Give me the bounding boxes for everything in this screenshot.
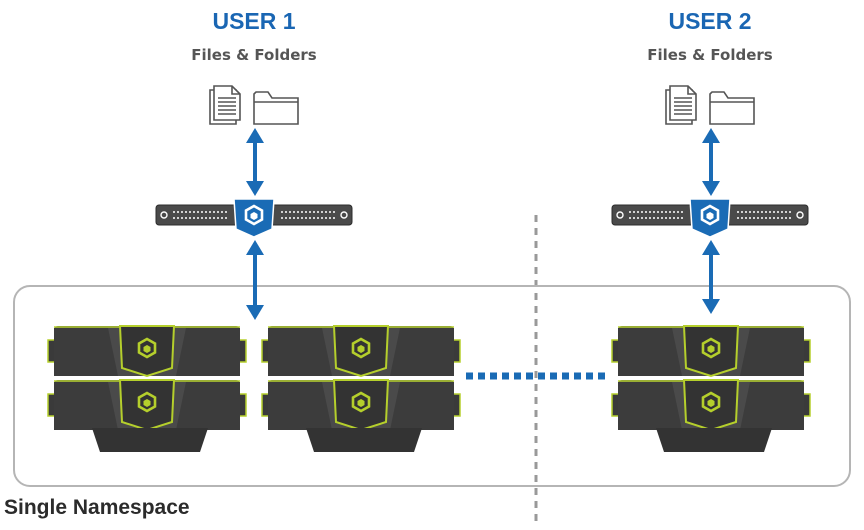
double-arrow bbox=[702, 240, 720, 314]
folder-icon bbox=[253, 91, 299, 125]
folder-icon bbox=[709, 91, 755, 125]
double-arrow bbox=[246, 240, 264, 320]
gateway-appliance bbox=[156, 199, 352, 237]
storage-node bbox=[262, 326, 460, 452]
namespace-panel bbox=[13, 285, 851, 487]
double-arrow bbox=[702, 128, 720, 196]
document-icon bbox=[665, 85, 697, 125]
namespace-label: Single Namespace bbox=[4, 496, 190, 519]
double-arrow bbox=[246, 128, 264, 196]
user-1-title: USER 1 bbox=[212, 8, 296, 34]
user-1-subtitle: Files & Folders bbox=[191, 46, 317, 64]
storage-node bbox=[48, 326, 246, 452]
user-2-subtitle: Files & Folders bbox=[647, 46, 773, 64]
document-icon bbox=[209, 85, 241, 125]
user-2-title: USER 2 bbox=[668, 8, 752, 34]
gateway-appliance bbox=[612, 199, 808, 237]
storage-node bbox=[612, 326, 810, 452]
